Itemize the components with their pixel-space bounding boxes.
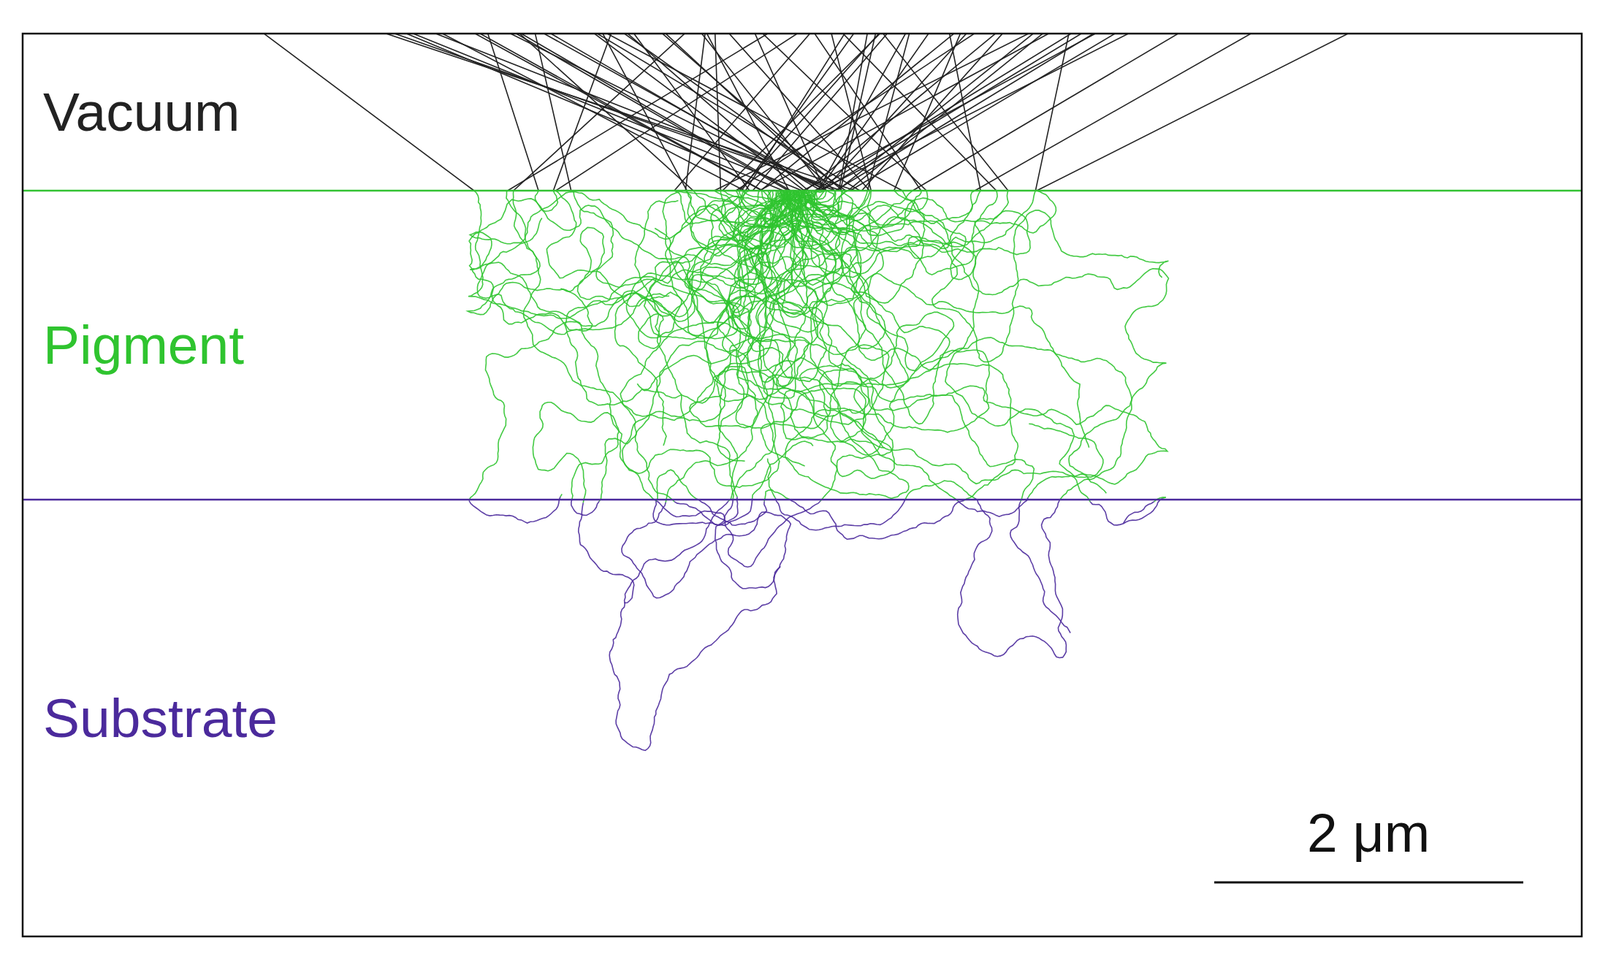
trajectory [775,498,906,531]
trajectory [571,498,600,516]
trajectory [468,190,777,340]
beam-line [471,34,763,191]
beam-line [507,34,776,191]
trajectory [957,498,1067,659]
trajectory [621,498,791,599]
trajectory [615,191,844,446]
beam-line [534,34,572,191]
trajectory [532,402,619,504]
beam-line [1036,34,1357,191]
beam-line [912,34,1186,191]
beam-line [433,34,745,191]
beam-line [685,34,706,191]
trajectory [745,191,1104,478]
trajectory [560,493,562,497]
trajectory [467,190,785,331]
scale-bar [1214,881,1524,885]
beam-line [704,34,790,191]
surface-line [22,189,1582,193]
beam-line [759,34,1057,191]
beam-line [974,34,1259,191]
substrate-band: Substrate [22,499,1582,937]
beam-line [1035,34,1070,191]
trajectory [469,496,561,524]
trajectory [744,191,1133,501]
trajectory [1123,501,1155,524]
beam-line [879,34,1009,191]
beam-line [395,34,784,191]
trajectory [1090,498,1163,526]
trajectory [724,498,821,567]
beam-line [257,34,475,191]
scale-label: 2 μm [1307,805,1430,861]
trajectory [622,366,749,499]
trajectory [535,190,792,266]
trajectory [789,498,964,540]
trajectory [754,190,1169,485]
pigment-band: Pigment [22,190,1582,500]
beam-line [818,34,932,191]
trajectory [578,502,635,603]
beam-line [758,34,927,191]
trajectory [685,190,812,256]
trajectory [783,191,1090,448]
trajectory [805,190,836,217]
beam-line [513,34,690,191]
trajectory [689,191,895,479]
beam-line [739,34,884,191]
beam-line [515,34,694,191]
trajectory [571,190,791,329]
trajectory [1010,501,1071,634]
region-label: Pigment [40,316,247,375]
beam-line [373,34,856,191]
trajectory [609,501,781,752]
beam-line [501,34,828,191]
region-label: Substrate [40,689,281,748]
beam-line [630,34,750,191]
trajectory [804,190,975,226]
trajectory [653,498,753,526]
beam-line [618,34,847,191]
interface-line [22,498,1582,502]
beam-line [599,34,903,191]
beam-line [513,34,791,191]
trajectory [752,441,814,499]
beam-line [698,34,827,191]
beam-line [600,34,687,191]
beam-line [835,34,1102,191]
trajectory [905,480,975,500]
trajectory [634,200,738,497]
vacuum-band: Vacuum [22,33,1582,191]
electron-trajectories [257,34,1357,752]
beam-line [894,34,963,191]
beam-line [536,34,828,191]
beam-line [466,34,762,191]
beam-line [553,34,613,191]
trajectory [772,190,870,333]
trajectory [721,190,804,237]
trajectory [469,191,808,501]
trajectory [656,469,697,502]
beam-line [818,34,1137,191]
trajectory [662,191,1034,502]
beam-line [741,34,857,191]
trajectory [791,190,1056,236]
trajectory [810,190,1036,249]
beam-line [725,34,871,191]
trajectory [808,190,839,215]
frame [22,33,1582,937]
beam-line [486,34,539,191]
trajectory [783,191,909,456]
beam-line [848,34,1049,191]
beam-line [714,34,1038,191]
beam-line [674,34,814,191]
region-label: Vacuum [40,83,244,142]
trajectory [735,191,1091,502]
trajectory [802,191,1019,501]
